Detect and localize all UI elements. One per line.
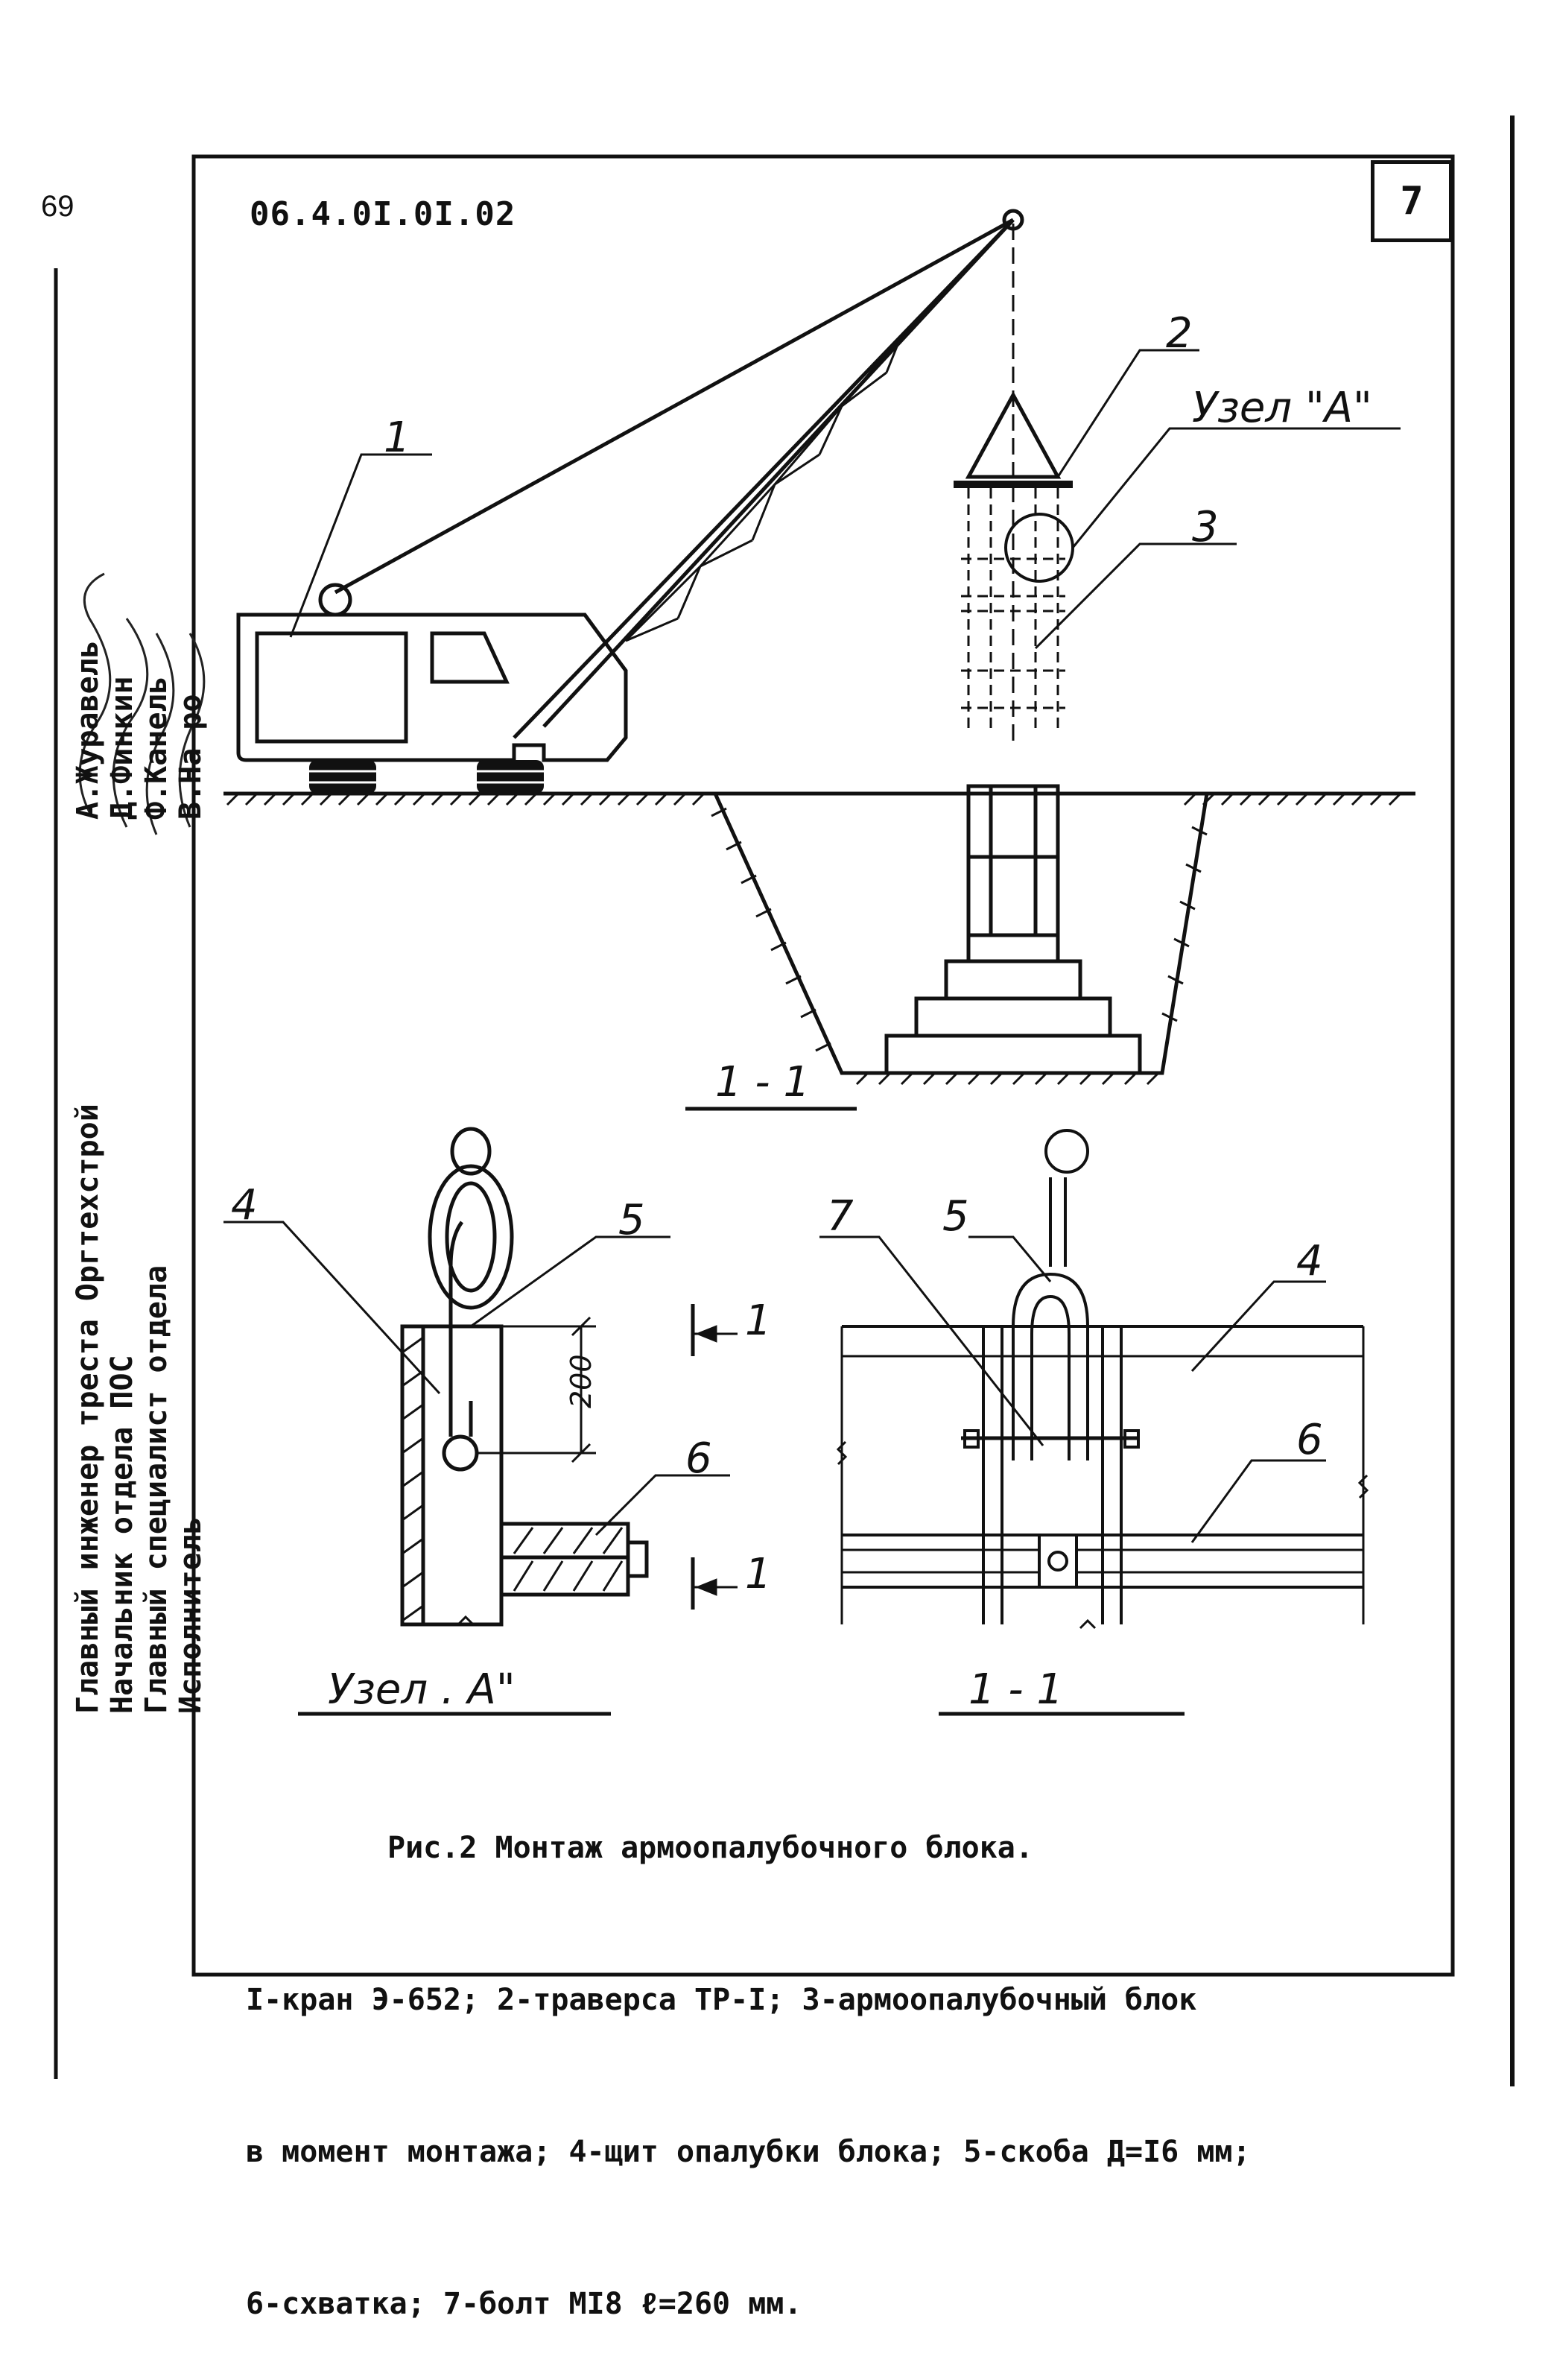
- stamp-names: А.Журавель Д.Финкин Ф.Канель В.На ро: [71, 640, 208, 820]
- node-a-detail: [400, 1127, 649, 1627]
- node-a-circle: [1004, 513, 1074, 583]
- crane-boom: [318, 209, 1024, 739]
- leaders-section: [819, 1235, 1326, 1543]
- stamp-role: Главный инженер треста Оргтехстрой: [71, 1104, 105, 1714]
- sheet-number: 7: [1371, 160, 1453, 242]
- crane-body: [236, 613, 628, 762]
- section-cut-bottom-label: 1: [745, 1550, 772, 1598]
- caption-line: Рис.2 Монтаж армоопалубочного блока.: [387, 1831, 1033, 1865]
- crane-tracks: [309, 760, 544, 794]
- break-marks: [457, 1440, 1369, 1630]
- dimension-200: 200: [565, 1354, 597, 1408]
- traverse: [954, 390, 1073, 488]
- section-detail-title: 1 - 1: [968, 1665, 1064, 1714]
- boom-lattice: [624, 335, 903, 642]
- label-crane: 1: [384, 414, 410, 462]
- label-shield-right: 4: [1296, 1237, 1323, 1285]
- stamp-roles: Главный инженер треста Оргтехстрой Начал…: [71, 1104, 208, 1714]
- leaders-node-a: [223, 1221, 730, 1536]
- suspended-block: [961, 488, 1065, 730]
- label-clamp-right: 6: [1296, 1416, 1323, 1464]
- label-section-main: 1 - 1: [715, 1058, 811, 1107]
- pit-outline: [713, 792, 1209, 1075]
- installed-block: [966, 784, 1060, 937]
- stamp-role: Начальник отдела ПОС: [105, 1355, 139, 1714]
- label-traverse: 2: [1166, 309, 1193, 358]
- node-title: Узел . А": [328, 1665, 516, 1714]
- signatures: [78, 572, 206, 835]
- stamp-name: В.На ро: [174, 694, 208, 820]
- label-bracket-right: 5: [942, 1192, 969, 1241]
- label-bolt: 7: [827, 1192, 854, 1241]
- label-clamp-left: 6: [685, 1434, 712, 1483]
- drawing-canvas: [54, 115, 1515, 2086]
- label-shield-left: 4: [231, 1181, 258, 1229]
- stepped-footing: [884, 933, 1142, 1075]
- caption-line: в момент монтажа; 4-щит опалубки блока; …: [246, 2135, 1251, 2169]
- label-block: 3: [1192, 503, 1219, 551]
- shield-hatch: [402, 1336, 624, 1622]
- page-number: 69: [41, 190, 74, 223]
- section-cut-marks: [691, 1304, 738, 1610]
- stamp-role: Исполнитель: [174, 1516, 208, 1714]
- main-frame: [191, 154, 1455, 1977]
- label-bracket-left: 5: [618, 1196, 645, 1244]
- stamp-role: Главный специалист отдела: [139, 1265, 174, 1714]
- drawing-code: 06.4.0I.0I.02: [250, 195, 516, 233]
- figure-caption: Рис.2 Монтаж армоопалубочного блока. I-к…: [246, 1721, 1251, 2380]
- stamp-name: Ф.Канель: [139, 676, 174, 820]
- stamp-name: А.Журавель: [71, 640, 105, 820]
- label-node-callout: Узел "А": [1192, 384, 1372, 432]
- ground-hatch-right: [1183, 792, 1402, 806]
- stamp-name: Д.Финкин: [105, 676, 139, 820]
- caption-line: 6-схватка; 7-болт МI8 ℓ=260 мм.: [246, 2287, 802, 2321]
- ground-hatch-left: [226, 792, 705, 806]
- caption-line: I-кран Э-652; 2-траверса ТР-I; 3-армоопа…: [246, 1983, 1197, 2017]
- section-cut-top-label: 1: [745, 1297, 772, 1345]
- leaders-top: [289, 349, 1401, 650]
- section-detail: [840, 1129, 1365, 1624]
